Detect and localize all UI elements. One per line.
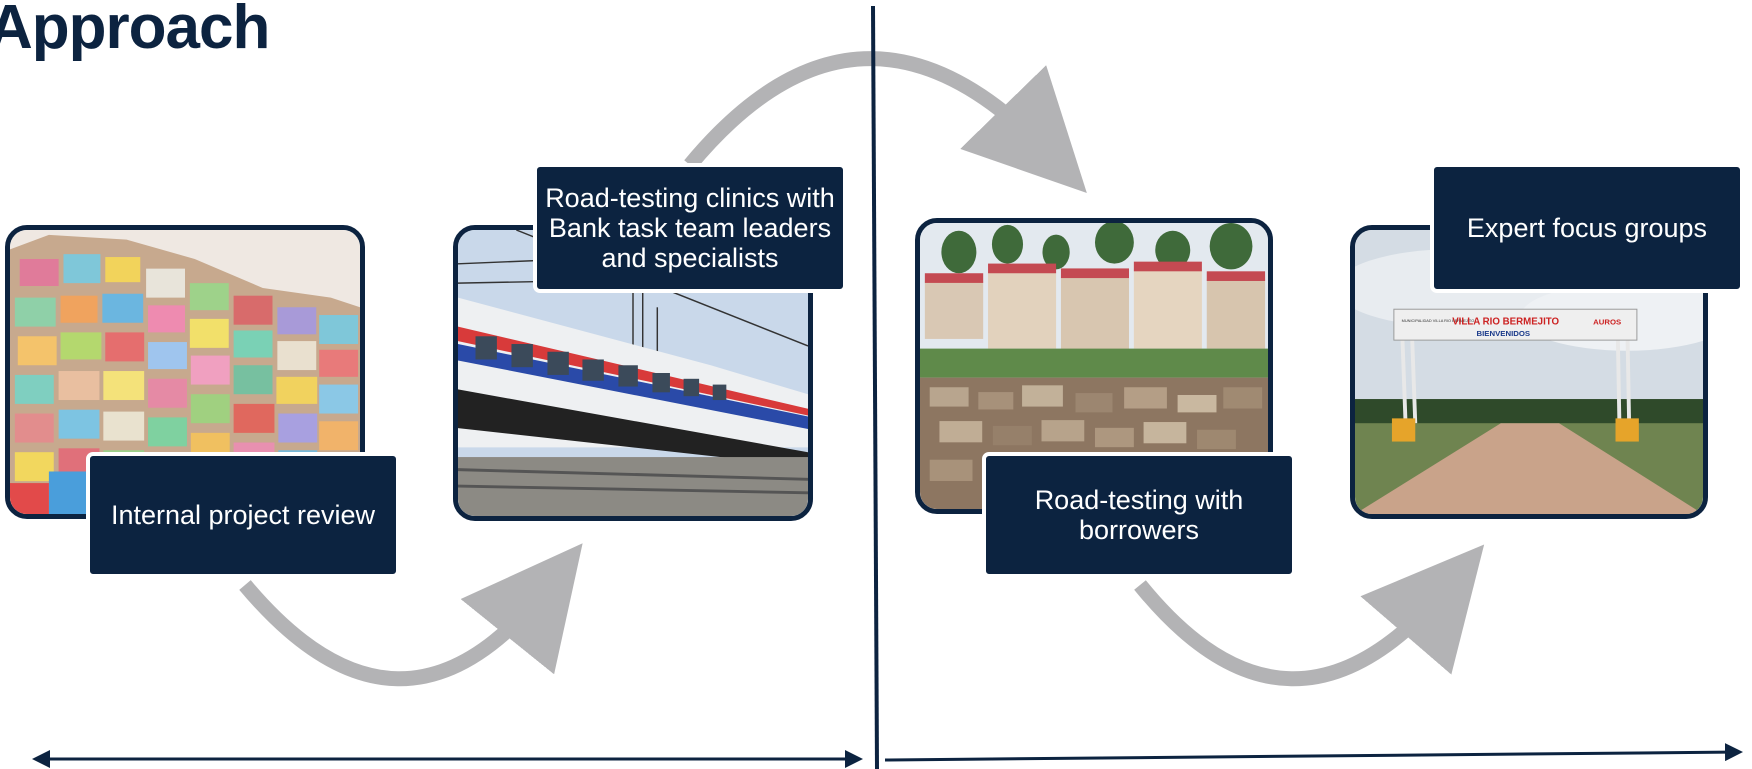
arch-sign-right: AUROS [1593, 318, 1621, 327]
right-phase-timeline-arrow [884, 743, 1743, 762]
curved-arrow-1-to-2 [239, 543, 583, 687]
step-3-photo [915, 218, 1273, 514]
arch-sign-main: VILLA RIO BERMEJITO [1452, 317, 1559, 328]
step-2-label: Road-testing clinics with Bank task team… [533, 163, 847, 293]
page-title: Approach [0, 0, 270, 62]
step-4-label: Expert focus groups [1430, 163, 1744, 293]
curved-arrow-2-to-3 [684, 51, 1087, 193]
arch-sign-sub: BIENVENIDOS [1477, 329, 1531, 338]
apartment-blocks-over-informal-settlement-photo [920, 223, 1268, 509]
step-1-label: Internal project review [86, 452, 400, 578]
phase-divider-line [871, 5, 879, 769]
step-3-label: Road-testing with borrowers [982, 452, 1296, 578]
curved-arrow-3-to-4 [1134, 544, 1485, 687]
step-4-photo: MUNICIPALIDAD VILLA RIO BERMEJITO VILLA … [1350, 225, 1708, 519]
arch-sign-left: MUNICIPALIDAD VILLA RIO BERMEJITO [1402, 318, 1475, 323]
